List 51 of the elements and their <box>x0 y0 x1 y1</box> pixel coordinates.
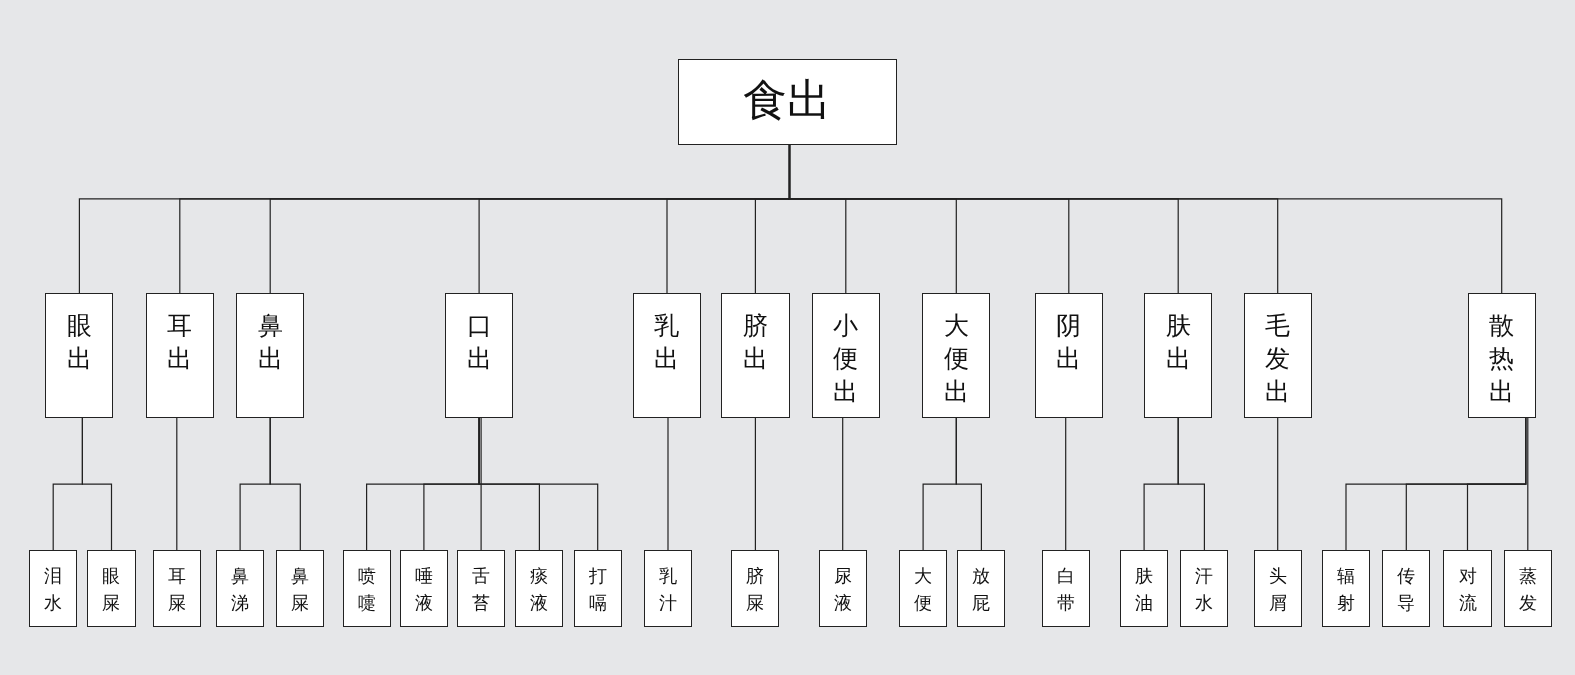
connector-line <box>478 417 599 551</box>
category-box: 大便出 <box>922 293 991 418</box>
item-box: 汗水 <box>1180 550 1229 627</box>
connector-line <box>754 417 756 551</box>
connector-line <box>842 417 844 551</box>
item-box: 脐屎 <box>731 550 780 627</box>
item-box: 舌苔 <box>457 550 506 627</box>
item-box: 放屁 <box>957 550 1006 627</box>
category-box: 鼻出 <box>236 293 305 418</box>
item-box: 传导 <box>1382 550 1431 627</box>
connector-line <box>81 417 113 551</box>
connector-line <box>667 417 669 551</box>
item-box: 喷嚏 <box>342 550 391 627</box>
category-box: 肤出 <box>1144 293 1213 418</box>
category-box: 耳出 <box>145 293 214 418</box>
connector-line <box>1065 417 1067 551</box>
category-box: 乳出 <box>632 293 702 418</box>
item-box: 尿液 <box>818 550 867 627</box>
item-box: 蒸发 <box>1503 550 1552 627</box>
item-box: 大便 <box>899 550 948 627</box>
category-box: 毛发出 <box>1243 293 1312 418</box>
category-box: 眼出 <box>45 293 114 418</box>
connector-line <box>955 417 982 551</box>
item-box: 乳汁 <box>643 550 693 627</box>
category-box: 阴出 <box>1034 293 1103 418</box>
item-box: 鼻涕 <box>215 550 265 627</box>
item-box: 鼻屎 <box>276 550 325 627</box>
item-box: 肤油 <box>1119 550 1169 627</box>
connector-line <box>1177 417 1205 551</box>
connector-line <box>480 417 482 551</box>
connector-line <box>1466 417 1527 551</box>
item-box: 辐射 <box>1321 550 1371 627</box>
connector-line <box>788 144 1503 294</box>
item-box: 泪水 <box>29 550 78 627</box>
item-box: 白带 <box>1041 550 1090 627</box>
item-box: 耳屎 <box>152 550 201 627</box>
item-box: 对流 <box>1443 550 1492 627</box>
connector-line <box>176 417 178 551</box>
connector-line <box>1527 417 1529 551</box>
item-box: 唾液 <box>399 550 448 627</box>
category-box: 小便出 <box>811 293 880 418</box>
category-box: 口出 <box>444 293 514 418</box>
category-box: 脐出 <box>721 293 790 418</box>
root-box: 食出 <box>678 59 897 145</box>
item-box: 眼屎 <box>87 550 136 627</box>
item-box: 头屑 <box>1253 550 1302 627</box>
category-box: 散热出 <box>1467 293 1536 418</box>
item-box: 打嗝 <box>573 550 622 627</box>
connector-line <box>269 417 301 551</box>
item-box: 痰液 <box>515 550 564 627</box>
connector-line <box>1277 417 1279 551</box>
